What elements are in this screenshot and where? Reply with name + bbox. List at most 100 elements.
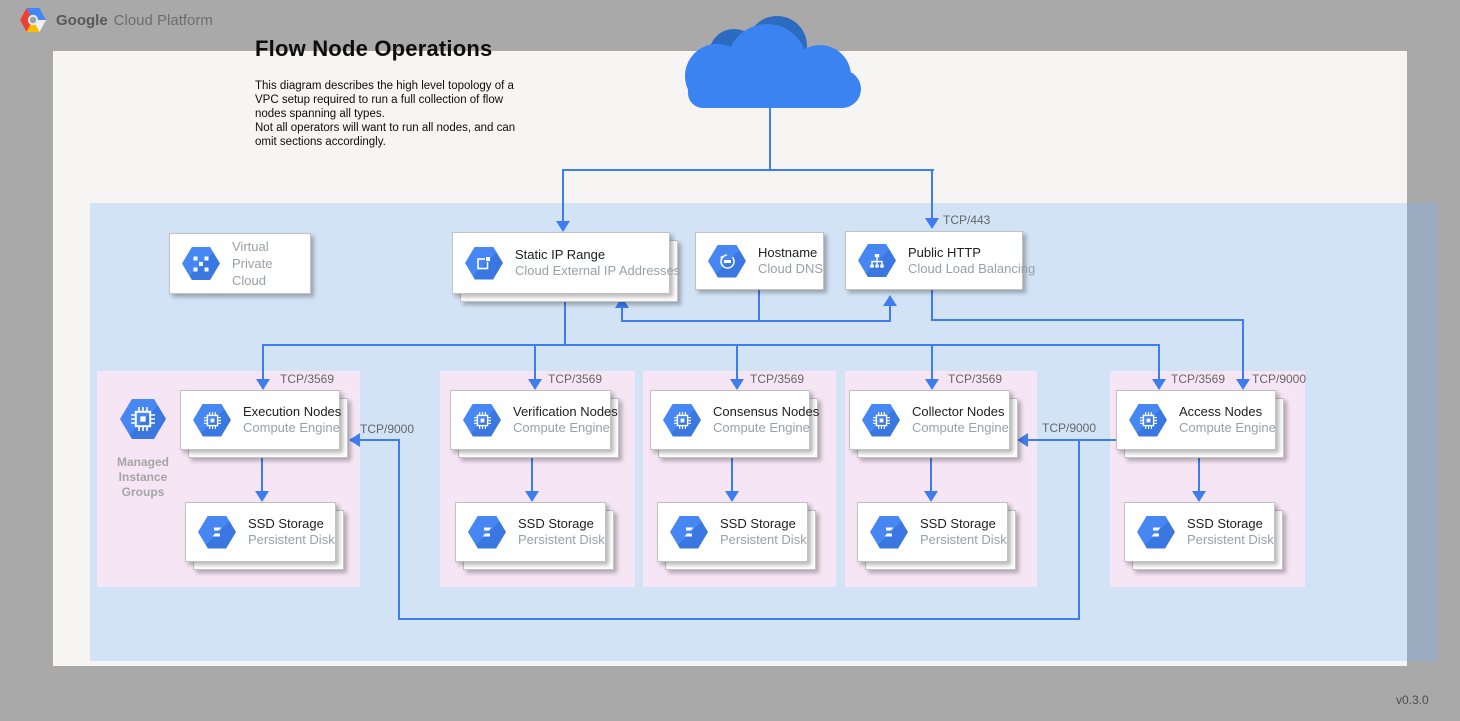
execution-nodes-card: Execution Nodes Compute Engine: [180, 390, 341, 450]
collector-ssd-card: SSD Storage Persistent Disk: [857, 502, 1008, 562]
card-subtitle: Compute Engine: [243, 420, 340, 435]
virtual-private-cloud-card: Virtual Private Cloud: [169, 233, 311, 294]
card-title: Virtual Private Cloud: [232, 239, 273, 288]
persistent-disk-icon: [198, 515, 236, 549]
access-ssd-card: SSD Storage Persistent Disk: [1124, 502, 1275, 562]
persistent-disk-icon: [1137, 515, 1175, 549]
edge-bus-to-consensus: [736, 344, 738, 380]
consensus-ssd-card: SSD Storage Persistent Disk: [657, 502, 808, 562]
persistent-disk-glyph: [482, 527, 492, 537]
brand-google: Google: [56, 11, 108, 29]
edge-to-static-ip: [562, 169, 564, 222]
page-title: Flow Node Operations: [255, 36, 493, 61]
page-description: This diagram describes the high level to…: [255, 80, 516, 148]
edge-lb-to-access-v: [1242, 319, 1244, 380]
edge-access-out-right: [1028, 439, 1117, 441]
edge-collector-to-ssd: [930, 458, 932, 492]
persistent-disk-icon: [468, 515, 506, 549]
card-subtitle: Cloud Load Balancing: [908, 260, 1036, 276]
edge-lb-to-access-h: [931, 319, 1244, 321]
brand-cloud-platform: Cloud Platform: [113, 11, 213, 29]
port-label-access: TCP/3569: [1171, 372, 1226, 386]
edge-to-load-balancer: [931, 169, 933, 219]
persistent-disk-glyph: [884, 527, 894, 537]
persistent-disk-icon: [870, 515, 908, 549]
card-subtitle: Persistent Disk: [1187, 532, 1274, 547]
card-subtitle: Persistent Disk: [720, 532, 807, 547]
static-ip-card: Static IP Range Cloud External IP Addres…: [452, 232, 680, 294]
edge-loop-left-up: [398, 439, 400, 620]
arrowhead-into-access: [1152, 379, 1166, 390]
card-title: Access Nodes: [1179, 404, 1263, 419]
card-title: SSD Storage: [1187, 516, 1263, 531]
cloud-dns-icon: [708, 244, 746, 278]
compute-engine-glyph: [872, 411, 890, 429]
card-title: Static IP Range: [515, 247, 606, 262]
edge-static-ip-down: [564, 302, 566, 345]
edge-dns-down: [758, 290, 760, 321]
arrowhead-into-verification: [528, 379, 542, 390]
card-subtitle: Compute Engine: [912, 420, 1009, 435]
arrowhead-into-collector-9000: [1017, 433, 1028, 447]
consensus-nodes-card: Consensus Nodes Compute Engine: [650, 390, 819, 450]
port-label-execution: TCP/3569: [280, 372, 335, 386]
persistent-disk-glyph: [212, 527, 222, 537]
edge-consensus-to-ssd: [731, 458, 733, 492]
arrowhead-access-ssd: [1192, 491, 1206, 502]
card-subtitle: Persistent Disk: [248, 532, 335, 547]
edge-cloud-stem: [769, 107, 771, 170]
edge-dns-to-lb: [889, 305, 891, 321]
edge-access-to-ssd: [1198, 458, 1200, 492]
load-balancing-glyph: [870, 253, 884, 268]
edge-bus-to-execution: [262, 344, 264, 380]
cloud-dns-glyph: [719, 253, 735, 269]
card-title: SSD Storage: [248, 516, 324, 531]
port-label-consensus: TCP/3569: [750, 372, 805, 386]
card-title: Verification Nodes: [513, 404, 618, 419]
virtual-private-cloud-icon: [182, 247, 220, 280]
edge-verification-to-ssd: [531, 458, 533, 492]
arrowhead-into-consensus: [730, 379, 744, 390]
arrowhead-into-execution: [256, 379, 270, 390]
arrowhead-up-load-balancer: [883, 295, 897, 306]
arrowhead-consensus-ssd: [725, 491, 739, 502]
compute-engine-glyph: [1139, 411, 1157, 429]
gcp-logo-icon: [20, 8, 46, 32]
compute-engine-glyph: [673, 411, 691, 429]
gcp-logo: Google Cloud Platform: [20, 8, 213, 32]
version-label: v0.3.0: [1396, 693, 1429, 707]
persistent-disk-icon: [670, 515, 708, 549]
edge-loop-bottom: [398, 618, 1080, 620]
hostname-card: Hostname Cloud DNS: [695, 232, 824, 290]
edge-loop-into-execution: [360, 439, 400, 441]
port-label-execution-9000: TCP/9000: [360, 422, 415, 436]
collector-nodes-card: Collector Nodes Compute Engine: [849, 390, 1010, 450]
arrowhead-into-execution-9000: [349, 433, 360, 447]
external-ip-glyph: [477, 256, 491, 270]
port-label-collector-9000: TCP/9000: [1042, 421, 1097, 435]
compute-engine-icon: [463, 403, 501, 437]
port-label-verification: TCP/3569: [548, 372, 603, 386]
card-title: SSD Storage: [518, 516, 594, 531]
card-title: Public HTTP: [908, 244, 981, 260]
card-title: SSD Storage: [720, 516, 796, 531]
card-subtitle: Cloud DNS: [758, 261, 824, 276]
verification-ssd-card: SSD Storage Persistent Disk: [455, 502, 606, 562]
card-subtitle: Compute Engine: [513, 420, 610, 435]
managed-instance-groups-label: Managed Instance Groups: [116, 455, 169, 499]
arrowhead-into-collector: [925, 379, 939, 390]
arrowhead-into-access-9000: [1236, 379, 1250, 390]
compute-engine-icon: [1129, 403, 1167, 437]
execution-ssd-card: SSD Storage Persistent Disk: [185, 502, 336, 562]
compute-engine-glyph: [203, 411, 221, 429]
compute-engine-icon: [663, 403, 701, 437]
arrowhead-verification-ssd: [525, 491, 539, 502]
card-subtitle: Persistent Disk: [518, 532, 605, 547]
card-subtitle: Persistent Disk: [920, 532, 1007, 547]
vpc-glyph: [193, 256, 209, 271]
arrowhead-into-static-ip: [556, 221, 570, 232]
edge-loop-right-down: [1078, 439, 1080, 620]
external-ip-icon: [465, 246, 503, 280]
edge-dns-link: [621, 320, 891, 322]
